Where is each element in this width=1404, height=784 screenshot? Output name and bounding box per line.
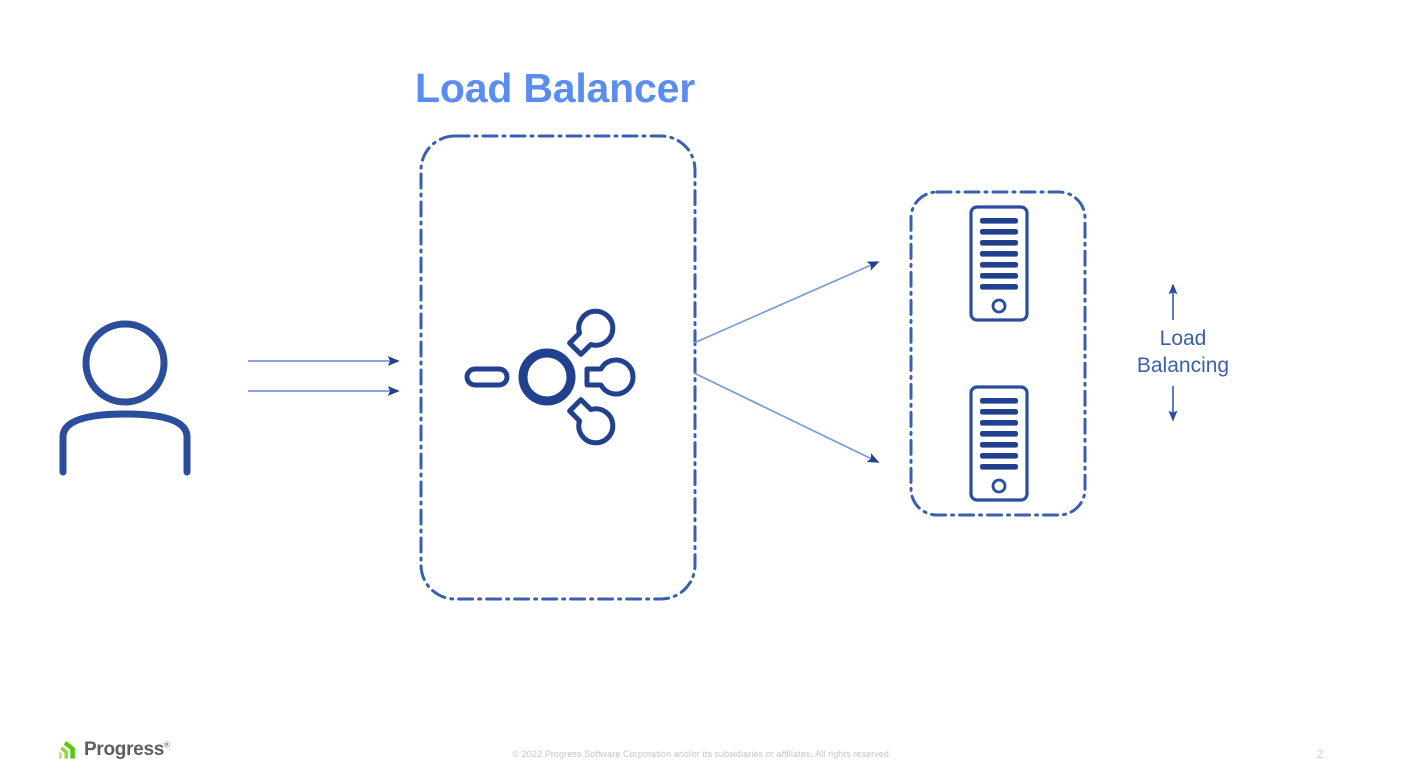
load-balancer-group-box <box>419 134 697 601</box>
page-title: Load Balancer <box>415 65 695 111</box>
load-balancer-icon <box>464 308 636 446</box>
server-icon-2 <box>969 385 1029 502</box>
load-balancing-label: Load Balancing <box>1128 326 1238 380</box>
progress-logo: Progress® <box>56 739 170 761</box>
load-balancing-label-line2: Balancing <box>1136 353 1230 377</box>
load-balancing-label-line1: Load <box>1159 327 1207 350</box>
user-icon <box>59 320 191 476</box>
progress-logo-trademark: ® <box>163 740 170 750</box>
progress-logo-wordmark: Progress <box>84 739 164 760</box>
server-group-box <box>909 190 1087 517</box>
progress-logo-icon <box>58 741 75 759</box>
page-number: 2 <box>1316 747 1324 761</box>
progress-logo-text: Progress® <box>84 739 170 761</box>
server-icon-1 <box>969 205 1029 322</box>
request-arrows <box>248 356 400 396</box>
copyright-text: © 2022 Progress Software Corporation and… <box>512 749 892 759</box>
distribution-arrows <box>693 261 880 463</box>
